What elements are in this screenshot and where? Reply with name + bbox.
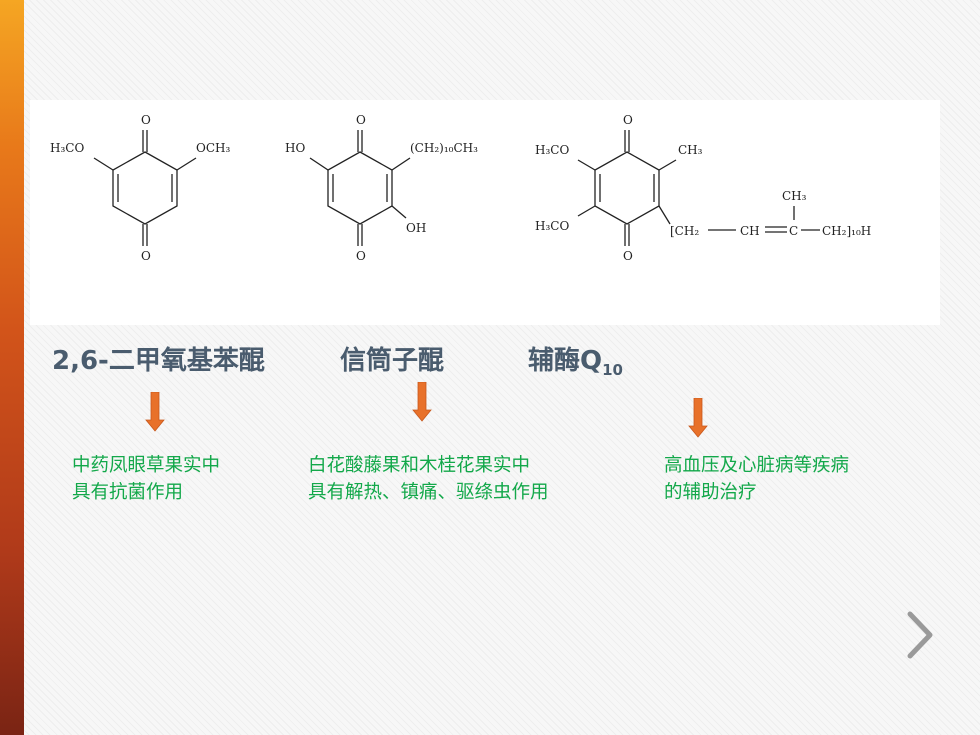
s2-top-oxygen: O: [356, 113, 366, 127]
s2-bottom-oxygen: O: [356, 249, 366, 263]
s2-right-substituent: (CH₂)₁₀CH₃: [410, 141, 478, 155]
structure-coenzyme-q10: [577, 130, 820, 246]
chevron-right-icon[interactable]: [902, 610, 936, 660]
s3-chain-methyl: CH₃: [782, 189, 807, 203]
structure-image-panel: O O H₃CO OCH₃ O O HO (CH₂)₁₀CH₃ OH O O H…: [30, 100, 940, 325]
s3-bottom-oxygen: O: [623, 249, 633, 263]
s3-left-bottom-substituent: H₃CO: [535, 219, 569, 233]
down-arrow-icon: [145, 392, 165, 432]
s2-left-substituent: HO: [285, 141, 305, 155]
compound-name-3: 辅酶Q10: [528, 340, 623, 379]
desc-3-line-1: 高血压及心脏病等疾病: [664, 455, 850, 476]
structure-embelin: [309, 130, 411, 246]
s3-top-oxygen: O: [623, 113, 633, 127]
s3-left-top-substituent: H₃CO: [535, 143, 569, 157]
s1-bottom-oxygen: O: [141, 249, 151, 263]
s1-top-oxygen: O: [141, 113, 151, 127]
compound-description-3: 高血压及心脏病等疾病 的辅助治疗: [664, 452, 849, 506]
down-arrow-icon: [688, 398, 708, 438]
desc-2-line-1: 白花酸藤果和木桂花果实中: [308, 455, 531, 476]
compound-description-1: 中药凤眼草果实中 具有抗菌作用: [72, 452, 220, 506]
s3-chain-carbon: C: [789, 224, 798, 238]
compound-name-3-text: 辅酶Q: [528, 346, 603, 376]
s3-chain-mid: CH: [740, 224, 760, 238]
compound-name-2: 信筒子醌: [340, 346, 445, 376]
s2-hydroxyl: OH: [406, 221, 426, 235]
s1-right-substituent: OCH₃: [196, 141, 230, 155]
chemical-structures: O O H₃CO OCH₃ O O HO (CH₂)₁₀CH₃ OH O O H…: [50, 113, 871, 263]
compound-description-2: 白花酸藤果和木桂花果实中 具有解热、镇痛、驱绦虫作用: [308, 452, 549, 506]
desc-1-line-1: 中药凤眼草果实中: [72, 455, 221, 476]
desc-2-line-2: 具有解热、镇痛、驱绦虫作用: [308, 482, 549, 503]
desc-1-line-2: 具有抗菌作用: [72, 482, 184, 503]
s1-left-substituent: H₃CO: [50, 141, 84, 155]
structure-26-dimethoxybenzoquinone: [93, 130, 197, 246]
s3-chain-right: CH₂]₁₀H: [822, 224, 871, 238]
compound-name-1: 2,6-二甲氧基苯醌: [52, 346, 265, 376]
down-arrow-icon: [412, 382, 432, 422]
s3-chain-left: [CH₂: [670, 224, 699, 238]
compound-name-3-subscript: 10: [602, 361, 623, 380]
s3-right-top-substituent: CH₃: [678, 143, 703, 157]
desc-3-line-2: 的辅助治疗: [664, 482, 757, 503]
side-accent-bar: [0, 0, 24, 735]
